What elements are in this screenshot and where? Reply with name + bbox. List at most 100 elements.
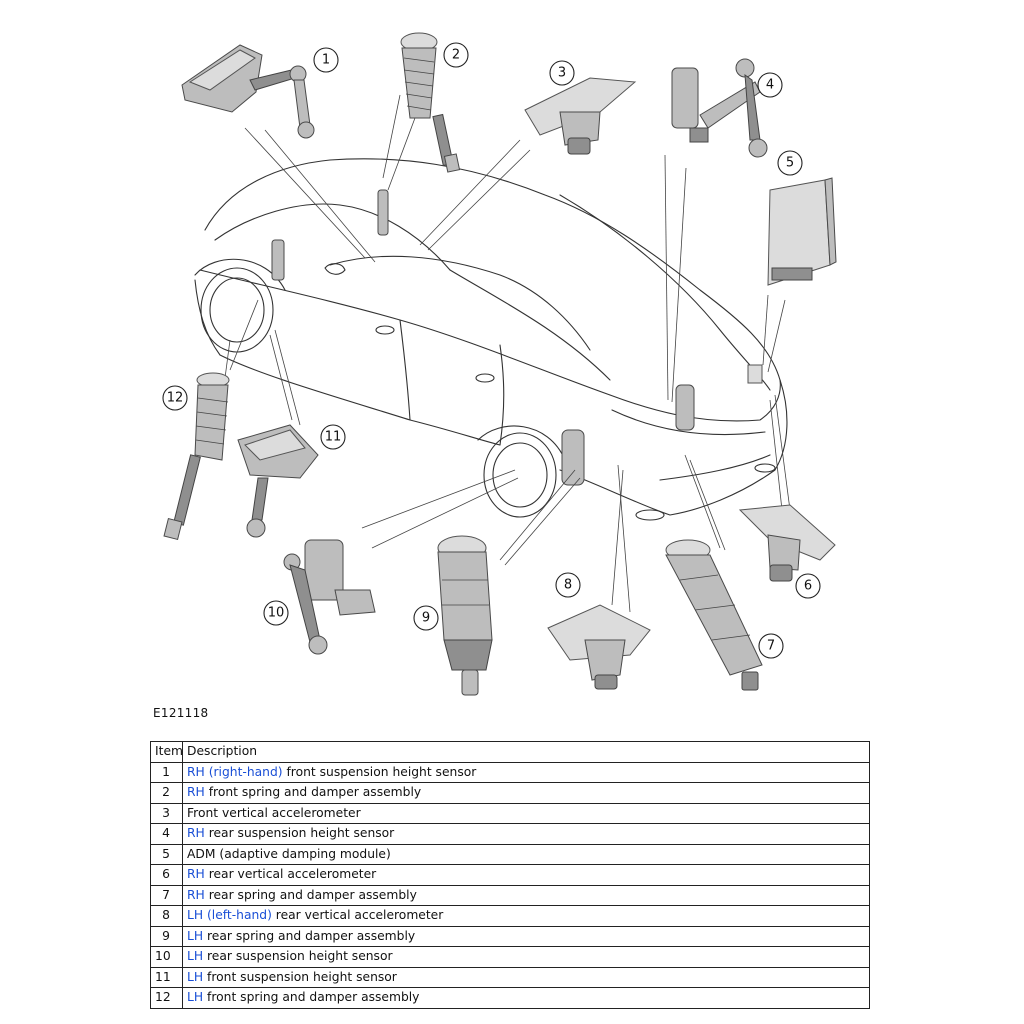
svg-text:7: 7 xyxy=(767,639,775,654)
rh-front-height-sensor xyxy=(181,44,315,139)
rh-rear-vertical-accelerometer xyxy=(738,504,836,582)
abbreviation-link[interactable]: RH xyxy=(187,867,205,882)
callout-9: 9 xyxy=(413,605,439,631)
svg-text:6: 6 xyxy=(804,579,812,594)
abbreviation-link[interactable]: LH xyxy=(187,990,204,1005)
table-header-row: Item Description xyxy=(150,741,870,763)
abbreviation-link[interactable]: RH xyxy=(187,887,205,902)
item-description: RH (right-hand) front suspension height … xyxy=(182,761,870,783)
item-number: 6 xyxy=(150,864,183,886)
item-number: 8 xyxy=(150,905,183,927)
lh-rear-vertical-accelerometer xyxy=(547,604,651,690)
callout-10: 10 xyxy=(263,600,289,626)
abbreviation-link[interactable]: RH xyxy=(187,826,205,841)
callout-11: 11 xyxy=(320,424,346,450)
callout-8: 8 xyxy=(555,572,581,598)
description-text: rear vertical accelerometer xyxy=(204,867,377,882)
svg-text:4: 4 xyxy=(766,78,774,93)
callout-5: 5 xyxy=(777,150,803,176)
item-description: RH rear vertical accelerometer xyxy=(182,864,870,886)
item-number: 4 xyxy=(150,823,183,845)
rh-rear-spring-damper xyxy=(665,539,763,691)
item-description: LH rear spring and damper assembly xyxy=(182,925,870,947)
callout-4: 4 xyxy=(757,72,783,98)
item-number: 1 xyxy=(150,761,183,783)
svg-text:5: 5 xyxy=(786,156,794,171)
component-location-diagram: 1 2 3 4 5 6 7 8 9 10 11 12 xyxy=(162,32,837,696)
item-description: LH rear suspension height sensor xyxy=(182,946,870,968)
adaptive-damping-module xyxy=(767,177,837,286)
item-description: RH front spring and damper assembly xyxy=(182,782,870,804)
callout-1: 1 xyxy=(313,47,339,73)
description-text: rear spring and damper assembly xyxy=(204,887,417,902)
callout-12: 12 xyxy=(162,385,188,411)
item-number: 12 xyxy=(150,987,183,1009)
svg-text:3: 3 xyxy=(558,66,566,81)
lh-front-height-sensor xyxy=(237,424,319,538)
abbreviation-link[interactable]: LH xyxy=(187,969,204,984)
item-description: ADM (adaptive damping module) xyxy=(182,843,870,865)
lh-rear-spring-damper xyxy=(437,535,493,696)
description-text: Front vertical accelerometer xyxy=(187,805,361,820)
svg-text:10: 10 xyxy=(268,606,285,621)
description-text: rear suspension height sensor xyxy=(204,826,395,841)
callout-6: 6 xyxy=(795,573,821,599)
item-number: 3 xyxy=(150,802,183,824)
table-row: 5 ADM (adaptive damping module) xyxy=(150,843,870,865)
description-text: rear vertical accelerometer xyxy=(271,908,444,923)
callout-7: 7 xyxy=(758,633,784,659)
header-item: Item xyxy=(150,741,183,763)
description-text: front suspension height sensor xyxy=(203,969,397,984)
abbreviation-link[interactable]: LH xyxy=(187,928,204,943)
table-row: 11 LH front suspension height sensor xyxy=(150,966,870,988)
svg-text:12: 12 xyxy=(167,391,184,406)
rh-front-spring-damper xyxy=(400,32,461,173)
lh-front-spring-damper xyxy=(163,372,230,541)
leader-lines xyxy=(224,94,791,613)
abbreviation-link[interactable]: RH (right-hand) xyxy=(187,764,283,779)
vehicle-outline xyxy=(194,158,788,521)
description-text: ADM (adaptive damping module) xyxy=(187,846,391,861)
in-vehicle-components xyxy=(271,189,763,486)
item-description: RH rear suspension height sensor xyxy=(182,823,870,845)
item-number: 5 xyxy=(150,843,183,865)
table-row: 3 Front vertical accelerometer xyxy=(150,802,870,824)
description-text: rear spring and damper assembly xyxy=(203,928,416,943)
item-number: 11 xyxy=(150,966,183,988)
front-vertical-accelerometer xyxy=(524,77,637,155)
abbreviation-link[interactable]: LH xyxy=(187,949,204,964)
item-description: RH rear spring and damper assembly xyxy=(182,884,870,906)
item-description: Front vertical accelerometer xyxy=(182,802,870,824)
svg-text:2: 2 xyxy=(452,48,460,63)
description-text: front spring and damper assembly xyxy=(204,785,422,800)
description-text: front suspension height sensor xyxy=(282,764,477,779)
callout-2: 2 xyxy=(443,42,469,68)
item-number: 10 xyxy=(150,946,183,968)
figure-id: E121118 xyxy=(153,706,209,720)
item-number: 7 xyxy=(150,884,183,906)
item-description: LH (left-hand) rear vertical acceleromet… xyxy=(182,905,870,927)
svg-text:1: 1 xyxy=(322,53,330,68)
abbreviation-link[interactable]: LH (left-hand) xyxy=(187,908,272,923)
abbreviation-link[interactable]: RH xyxy=(187,785,205,800)
header-description: Description xyxy=(182,741,870,763)
item-number: 2 xyxy=(150,782,183,804)
svg-text:9: 9 xyxy=(422,611,430,626)
lh-rear-height-sensor xyxy=(283,539,376,655)
item-description: LH front spring and damper assembly xyxy=(182,987,870,1009)
svg-text:8: 8 xyxy=(564,578,572,593)
svg-text:11: 11 xyxy=(325,430,342,445)
description-text: rear suspension height sensor xyxy=(203,949,393,964)
item-number: 9 xyxy=(150,925,183,947)
